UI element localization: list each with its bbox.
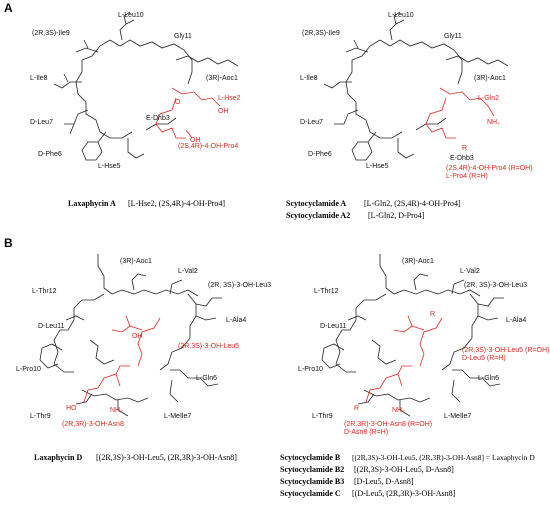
label-l-thr9: L-Thr9: [312, 413, 333, 420]
label-l-meile7: L-MeIle7: [164, 413, 191, 420]
label-d-leu11: D-Leu11: [38, 323, 64, 330]
caption-detail: [(2R,3S)-3-OH-Leu5, D-Asn8]: [354, 465, 454, 474]
scytocyclamide-b-captions: Scytocyclamide B [(2R,3S)-3-OH-Leu5, (2R…: [280, 453, 535, 498]
caption-detail: [L-Hse2, (2S,4R)-4-OH-Pro4]: [128, 199, 225, 208]
svg-text:OH: OH: [132, 333, 143, 340]
svg-text:R: R: [462, 145, 467, 152]
label-oh-leu5-r-oh: (2R,3S)-3-OH-Leu5 (R=OH): [462, 347, 549, 354]
label-aoc1: (3R)-Aoc1: [206, 75, 238, 82]
label-oh-asn8: (2R,3R)-3-OH-Asn8: [62, 421, 124, 428]
label-oh-pro4: (2S,4R)-4-OH-Pro4: [178, 143, 238, 150]
label-l-meile7: L-MeIle7: [444, 413, 471, 420]
caption-name: Scytocyclamide A2: [286, 211, 350, 220]
laxaphycin-a-structure: O OH OH: [53, 11, 239, 161]
label-l-val2: L-Val2: [178, 268, 198, 275]
svg-text:OH: OH: [218, 108, 229, 115]
label-d-asn8-r-h: D-Asn8 (R=H): [344, 429, 388, 436]
label-l-leu10: L-Leu10: [388, 12, 414, 19]
label-l-ala4: L-Ala4: [506, 317, 526, 324]
label-e-dhb3: E-Dhb3: [146, 115, 170, 122]
label-d-phe6: D-Phe6: [308, 151, 332, 158]
label-aoc1: (3R)-Aoc1: [474, 75, 506, 82]
label-l-leu10: L-Leu10: [118, 12, 144, 19]
label-ile9: (2R,3S)-Ile9: [32, 30, 70, 37]
label-oh-leu5: (2R,3S)-3-OH-Leu5: [178, 343, 239, 350]
svg-text:NH₂: NH₂: [487, 119, 500, 126]
label-d-leu11: D-Leu11: [320, 323, 346, 330]
label-l-pro10: L-Pro10: [298, 366, 323, 373]
label-oh-leu3: (2R, 3S)-3-OH-Leu3: [208, 282, 271, 289]
label-d-leu5-r-h: D-Leu5 (R=H): [462, 355, 506, 362]
caption-name: Scytocyclamide B2: [280, 465, 344, 474]
svg-text:NH₂: NH₂: [110, 407, 123, 414]
caption-detail: [D-Leu5, D-Asn8]: [354, 477, 414, 486]
caption-detail: [L-Gln2, D-Pro4]: [368, 211, 425, 220]
label-l-pro10: L-Pro10: [16, 366, 41, 373]
laxaphycin-d-labels: (3R)-Aoc1 L-Val2 (2R, 3S)-3-OH-Leu3 L-Th…: [16, 258, 271, 428]
caption-detail: [L-Gln2, (2S,4R)-4-OH-Pro4]: [364, 199, 461, 208]
laxaphycin-a-caption: Laxaphycin A [L-Hse2, (2S,4R)-4-OH-Pro4]: [68, 199, 225, 208]
caption-name: Scytocyclamide B3: [280, 477, 344, 486]
svg-text:OH: OH: [190, 137, 201, 144]
label-l-thr12: L-Thr12: [314, 288, 339, 295]
label-gly11: Gly11: [444, 33, 462, 40]
caption-name: Laxaphycin D: [34, 453, 82, 462]
label-gly11: Gly11: [174, 33, 192, 40]
scytocyclamide-b-labels: (3R)-Aoc1 L-Val2 (2R, 3S)-3-OH-Leu3 L-Th…: [298, 258, 549, 436]
label-oh-asn8-r-oh: (2R,3R)-3-OH-Asn8 (R=OH): [344, 421, 432, 428]
scytocyclamide-b-structure: R R NH₂: [321, 254, 504, 417]
label-e-dhb3: E-Dhb3: [450, 155, 474, 162]
label-l-thr9: L-Thr9: [30, 413, 51, 420]
label-l-val2: L-Val2: [460, 268, 480, 275]
label-d-phe6: D-Phe6: [38, 151, 62, 158]
label-l-hse2: L-Hse2: [218, 95, 241, 102]
laxaphycin-a-labels: L-Leu10 (2R,3S)-Ile9 Gly11 (3R)-Aoc1 L-I…: [30, 12, 241, 170]
label-l-ala4: L-Ala4: [226, 317, 246, 324]
caption-detail: [(2R,3S)-3-OH-Leu5, (2R,3R)-3-OH-Asn8]: [96, 453, 237, 462]
laxaphycin-d-caption: Laxaphycin D [(2R,3S)-3-OH-Leu5, (2R,3R)…: [34, 453, 237, 462]
svg-text:NH₂: NH₂: [392, 407, 405, 414]
label-l-ile8: L-Ile8: [300, 75, 318, 82]
label-l-gln2: L-Gln2: [478, 95, 499, 102]
label-ile9: (2R,3S)-Ile9: [302, 30, 340, 37]
label-l-hse5: L-Hse5: [366, 163, 389, 170]
label-pro4-r-h: L-Pro4 (R=H): [446, 173, 488, 180]
caption-detail: [(D-Leu5, (2R,3R)-3-OH-Asn8]: [352, 489, 456, 498]
label-aoc1: (3R)-Aoc1: [402, 258, 434, 265]
scytocyclamide-a-structure: NH₂ R: [323, 11, 509, 161]
svg-text:R: R: [430, 311, 435, 318]
scytocyclamide-a-captions: Scytocyclamide A [L-Gln2, (2S,4R)-4-OH-P…: [286, 199, 461, 220]
label-l-thr12: L-Thr12: [32, 288, 57, 295]
caption-name: Scytocyclamide A: [286, 199, 346, 208]
caption-name: Laxaphycin A: [68, 199, 116, 208]
caption-detail: [(2R,3S)-3-OH-Leu5, (2R,3R)-3-OH-Asn8] =…: [352, 453, 535, 462]
svg-text:HO: HO: [66, 405, 77, 412]
scytocyclamide-a-labels: L-Leu10 (2R,3S)-Ile9 Gly11 (3R)-Aoc1 L-I…: [300, 12, 533, 180]
label-aoc1: (3R)-Aoc1: [120, 258, 152, 265]
label-d-leu7: D-Leu7: [300, 119, 323, 126]
label-l-ile8: L-Ile8: [30, 75, 48, 82]
panel-a-letter: A: [4, 1, 13, 15]
label-oh-pro4-r-oh: (2S,4R)-4-OH-Pro4 (R=OH): [446, 165, 533, 172]
label-l-hse5: L-Hse5: [98, 163, 121, 170]
label-d-leu7: D-Leu7: [30, 119, 53, 126]
svg-text:O: O: [175, 99, 181, 106]
laxaphycin-d-structure: OH HO NH₂: [39, 254, 222, 417]
label-l-gln6: L-Gln6: [478, 375, 499, 382]
panel-b-letter: B: [4, 236, 13, 250]
label-oh-leu3: (2R, 3S)-3-OH-Leu3: [464, 282, 527, 289]
label-l-gln6: L-Gln6: [196, 375, 217, 382]
caption-name: Scytocyclamide B: [280, 453, 341, 462]
caption-name: Scytocyclamide C: [280, 489, 341, 498]
svg-text:R: R: [354, 405, 359, 412]
